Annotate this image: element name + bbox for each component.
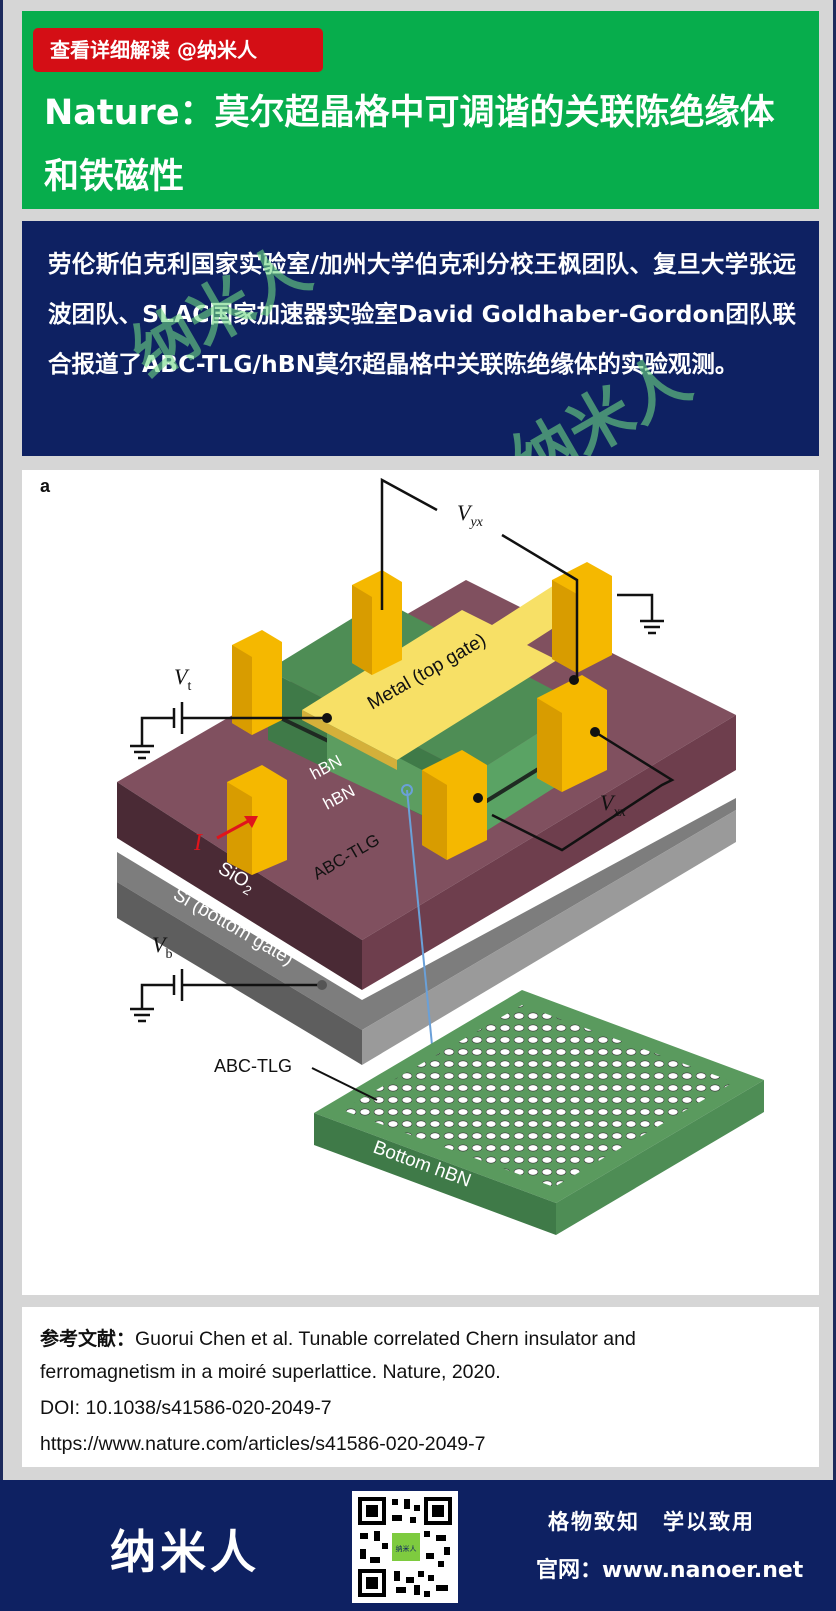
doi-text[interactable]: DOI: 10.1038/s41586-020-2049-7 bbox=[40, 1397, 332, 1419]
slogan: 格物致知 学以致用 bbox=[548, 1510, 755, 1534]
frame-left-border bbox=[0, 0, 3, 1611]
svg-text:I: I bbox=[193, 830, 203, 856]
zoom-marker bbox=[401, 784, 413, 796]
article-title: Nature：莫尔超晶格中可调谐的关联陈绝缘体和铁磁性 bbox=[44, 93, 775, 197]
reference-line-1: 参考文献：Guorui Chen et al. Tunable correlat… bbox=[40, 1324, 810, 1351]
qr-code-icon: 纳米人 bbox=[358, 1497, 452, 1597]
intro-panel: 劳伦斯伯克利国家实验室/加州大学伯克利分校王枫团队、复旦大学张远波团队、SLAC… bbox=[22, 221, 819, 456]
qr-code[interactable]: 纳米人 bbox=[352, 1491, 458, 1603]
svg-text:Vb: Vb bbox=[152, 932, 172, 962]
references-panel: 参考文献：Guorui Chen et al. Tunable correlat… bbox=[22, 1307, 819, 1467]
article-url[interactable]: https://www.nature.com/articles/s41586-0… bbox=[40, 1433, 486, 1455]
website-link[interactable]: 官网：www.nanoer.net bbox=[536, 1558, 804, 1583]
header-banner: 查看详细解读 @纳米人 Nature：莫尔超晶格中可调谐的关联陈绝缘体和铁磁性 bbox=[22, 11, 819, 209]
svg-text:Vt: Vt bbox=[174, 664, 191, 694]
wiring bbox=[182, 477, 675, 987]
label-abc-tlg-inset: ABC-TLG bbox=[214, 1056, 292, 1076]
svg-text:Vyx: Vyx bbox=[457, 500, 484, 530]
device-schematic: a bbox=[40, 476, 764, 1235]
citation-part-1: Guorui Chen et al. Tunable correlated Ch… bbox=[135, 1328, 636, 1350]
metal-top-gate bbox=[302, 580, 597, 770]
svg-text:纳米人: 纳米人 bbox=[396, 1544, 417, 1553]
footer: 纳米人 纳米人 格物致知 学以致用 官网：www.nanoer.net bbox=[0, 1480, 836, 1611]
si-substrate bbox=[117, 798, 736, 1065]
frame-right-border bbox=[833, 0, 836, 1611]
lattice-inset bbox=[314, 990, 764, 1235]
zoom-connector bbox=[406, 789, 433, 1046]
device-figure: a bbox=[22, 470, 819, 1295]
references-label: 参考文献： bbox=[40, 1328, 136, 1350]
intro-text: 劳伦斯伯克利国家实验室/加州大学伯克利分校王枫团队、复旦大学张远波团队、SLAC… bbox=[48, 250, 796, 378]
contact-dots bbox=[317, 675, 600, 990]
citation-part-2: ferromagnetism in a moiré superlattice. … bbox=[40, 1361, 501, 1383]
read-more-badge[interactable]: 查看详细解读 @纳米人 bbox=[33, 28, 323, 72]
gold-contacts bbox=[227, 562, 612, 875]
ground-symbols bbox=[130, 593, 664, 1023]
current-arrow: I bbox=[193, 816, 258, 856]
inset-pointer bbox=[311, 1067, 378, 1101]
brand-logo: 纳米人 bbox=[110, 1525, 260, 1579]
panel-label: a bbox=[40, 476, 51, 496]
svg-text:Vxx: Vxx bbox=[600, 790, 627, 820]
